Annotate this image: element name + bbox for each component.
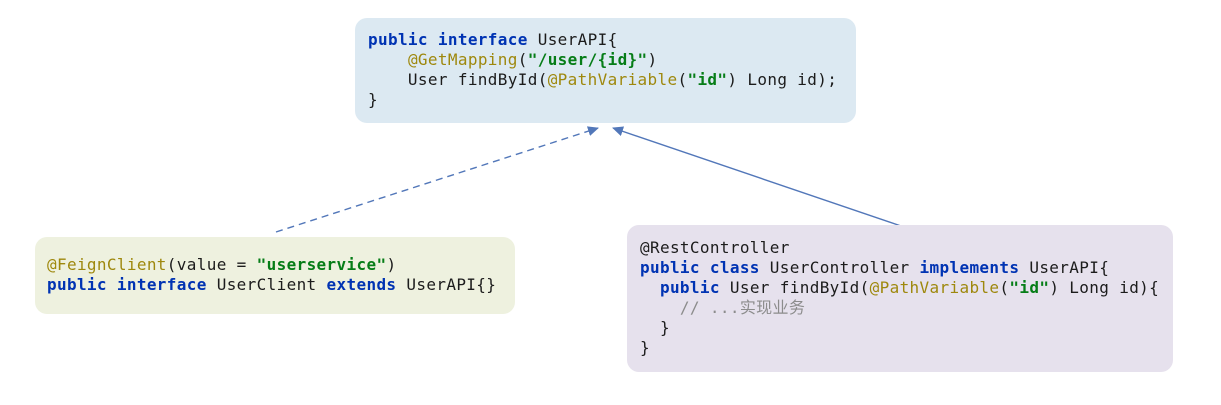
code-line: public class UserController implements U…	[640, 258, 1160, 278]
code-token-plain: (	[677, 70, 688, 89]
code-token-keyword: public interface	[47, 275, 207, 294]
code-token-plain: )	[386, 255, 397, 274]
code-token-plain: @RestController	[640, 238, 790, 257]
code-line: public User findById(@PathVariable("id")…	[640, 278, 1160, 298]
code-token-annotation: @PathVariable	[869, 278, 1000, 297]
code-token-plain	[640, 278, 660, 297]
code-token-plain: (	[999, 278, 1010, 297]
code-token-plain: }	[368, 90, 378, 109]
code-token-plain: }	[640, 338, 650, 357]
code-token-string: "/user/{id}"	[527, 50, 648, 69]
code-token-plain: UserAPI{	[1019, 258, 1110, 277]
feign-client-code-box: @FeignClient(value = "userservice")publi…	[35, 237, 515, 314]
code-line: @GetMapping("/user/{id}")	[368, 50, 843, 70]
extends-arrow-dashed	[275, 126, 599, 233]
code-line: // ...实现业务	[640, 298, 1160, 318]
code-token-annotation: @GetMapping	[407, 50, 518, 69]
code-line: }	[368, 90, 843, 110]
implements-arrow-solid	[612, 126, 902, 227]
code-token-plain: }	[640, 318, 670, 337]
code-token-keyword: public	[659, 278, 720, 297]
code-line: @RestController	[640, 238, 1160, 258]
code-token-plain	[368, 50, 408, 69]
code-token-plain: User findById(	[368, 70, 548, 89]
code-token-plain: ) Long id){	[1049, 278, 1160, 297]
code-line: }	[640, 338, 1160, 358]
code-line: @FeignClient(value = "userservice")	[47, 255, 503, 275]
code-token-plain: UserController	[759, 258, 920, 277]
code-token-keyword: implements	[919, 258, 1020, 277]
code-line: User findById(@PathVariable("id") Long i…	[368, 70, 843, 90]
code-line: }	[640, 318, 1160, 338]
code-token-string: "userservice"	[256, 255, 387, 274]
code-token-keyword: public interface	[368, 30, 528, 49]
code-token-comment: // ...实现业务	[640, 298, 806, 317]
code-token-keyword: extends	[326, 275, 397, 294]
code-token-plain: )	[647, 50, 658, 69]
code-token-keyword: public class	[640, 258, 760, 277]
code-line: public interface UserClient extends User…	[47, 275, 503, 295]
code-line: public interface UserAPI{	[368, 30, 843, 50]
code-token-plain: User findById(	[719, 278, 870, 297]
code-token-plain: UserClient	[206, 275, 327, 294]
code-token-annotation: @FeignClient	[47, 255, 167, 274]
code-token-annotation: @PathVariable	[547, 70, 678, 89]
code-token-plain: (value =	[166, 255, 257, 274]
user-api-interface-code-box: public interface UserAPI{ @GetMapping("/…	[355, 18, 856, 123]
code-token-plain: UserAPI{}	[396, 275, 497, 294]
code-token-plain: UserAPI{	[527, 30, 618, 49]
code-token-plain: ) Long id);	[727, 70, 838, 89]
code-token-plain: (	[517, 50, 528, 69]
code-token-string: "id"	[687, 70, 728, 89]
code-token-string: "id"	[1009, 278, 1050, 297]
